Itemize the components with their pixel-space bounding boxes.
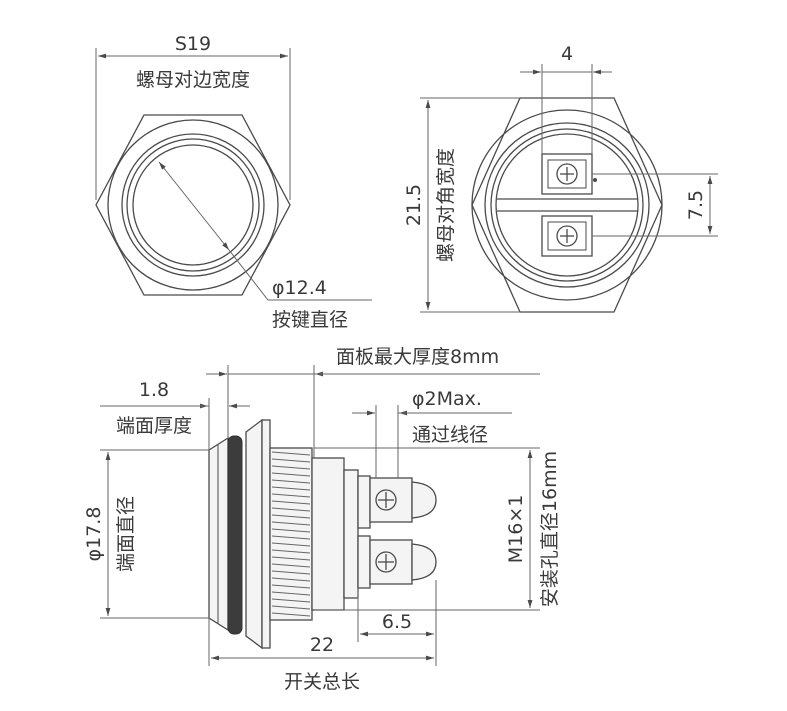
thread-line (271, 605, 311, 610)
button-dia-label: φ12.4 (272, 277, 327, 299)
thread-line (271, 556, 311, 561)
side-screw-1-icon (375, 489, 397, 511)
front-bezel-ring-1 (121, 133, 265, 277)
rear-hex-nut (471, 97, 663, 313)
side-o-ring (227, 435, 243, 635)
side-rear-housing (311, 457, 345, 611)
thread-line (271, 577, 311, 582)
s19-desc: 螺母对边宽度 (136, 69, 250, 91)
thread-label: M16×1 (505, 495, 527, 564)
button-dia-desc: 按键直径 (272, 309, 348, 331)
screw-1-icon (556, 163, 578, 185)
front-view: S19 螺母对边宽度 φ12.4 按键直径 (95, 33, 372, 331)
rear-ring-3 (490, 128, 644, 282)
side-terminal-cap-2 (411, 543, 437, 581)
side-hex-nut-face (261, 419, 271, 649)
end-dia-label: φ17.8 (83, 507, 105, 562)
panel-thickness-label: 面板最大厚度8mm (336, 346, 499, 368)
thread-line (271, 451, 311, 456)
dim4-label: 4 (561, 43, 573, 65)
total-len-label: 22 (310, 634, 334, 656)
end-thk-desc: 端面厚度 (116, 415, 192, 437)
thread-line (271, 563, 311, 568)
button-dia-line (158, 161, 230, 251)
total-len-desc: 开关总长 (284, 671, 360, 693)
mount-hole-label: 安装孔直径16mm (539, 451, 561, 607)
thread-line (271, 479, 311, 484)
rear-ring-2 (484, 122, 650, 288)
thread-line (271, 500, 311, 505)
side-rear-step (343, 469, 359, 599)
rear-terminal-1-inner (547, 159, 587, 189)
dim215-desc: 螺母对角宽度 (435, 148, 457, 262)
rear-view: 4 21.5 螺母对角宽度 7.5 (403, 43, 718, 313)
s19-label: S19 (175, 33, 211, 55)
side-terminal-cap-1 (411, 481, 437, 519)
thread-line (271, 507, 311, 512)
rear-outer-ring (471, 109, 663, 301)
front-bezel-ring-2 (126, 138, 260, 272)
screw-2-icon (556, 225, 578, 247)
thread-line (271, 465, 311, 470)
thread-line (271, 535, 311, 540)
thread-line (271, 612, 311, 617)
thread-line (271, 486, 311, 491)
rear-terminal-2-inner (547, 221, 587, 251)
thread-line (271, 458, 311, 463)
front-button (132, 144, 254, 266)
rear-ring-4 (495, 133, 639, 277)
front-hex-nut (95, 114, 291, 296)
side-hex-nut (245, 418, 263, 650)
side-view: 面板最大厚度8mm 1.8 端面厚度 φ2Max. 通过线径 φ17.8 端面直… (83, 346, 561, 693)
thread-line (271, 591, 311, 596)
thread-line (271, 542, 311, 547)
thread-line (271, 472, 311, 477)
side-thread-body (269, 447, 313, 621)
wire-dia-label: φ2Max. (412, 388, 482, 410)
thread-line (271, 521, 311, 526)
thread-line (271, 584, 311, 589)
dim215-label: 21.5 (403, 184, 425, 226)
thread-line (271, 493, 311, 498)
side-terminal-base-2 (357, 535, 371, 589)
thread-line (271, 549, 311, 554)
front-outer-ring (107, 119, 279, 291)
thread-line (271, 514, 311, 519)
end-dia-desc: 端面直径 (115, 496, 137, 572)
thread-line (271, 598, 311, 603)
side-thread-lines (271, 451, 311, 617)
end-thk-label: 1.8 (139, 379, 169, 401)
thread-line (271, 528, 311, 533)
dim75-label: 7.5 (685, 190, 707, 220)
term-len-label: 6.5 (382, 611, 412, 633)
wire-dia-desc: 通过线径 (412, 424, 488, 446)
side-terminal-base-1 (357, 475, 371, 529)
thread-line (271, 570, 311, 575)
button-dia-leader (228, 249, 372, 301)
rear-indicator-dot (593, 178, 597, 182)
side-screw-2-icon (375, 551, 397, 573)
